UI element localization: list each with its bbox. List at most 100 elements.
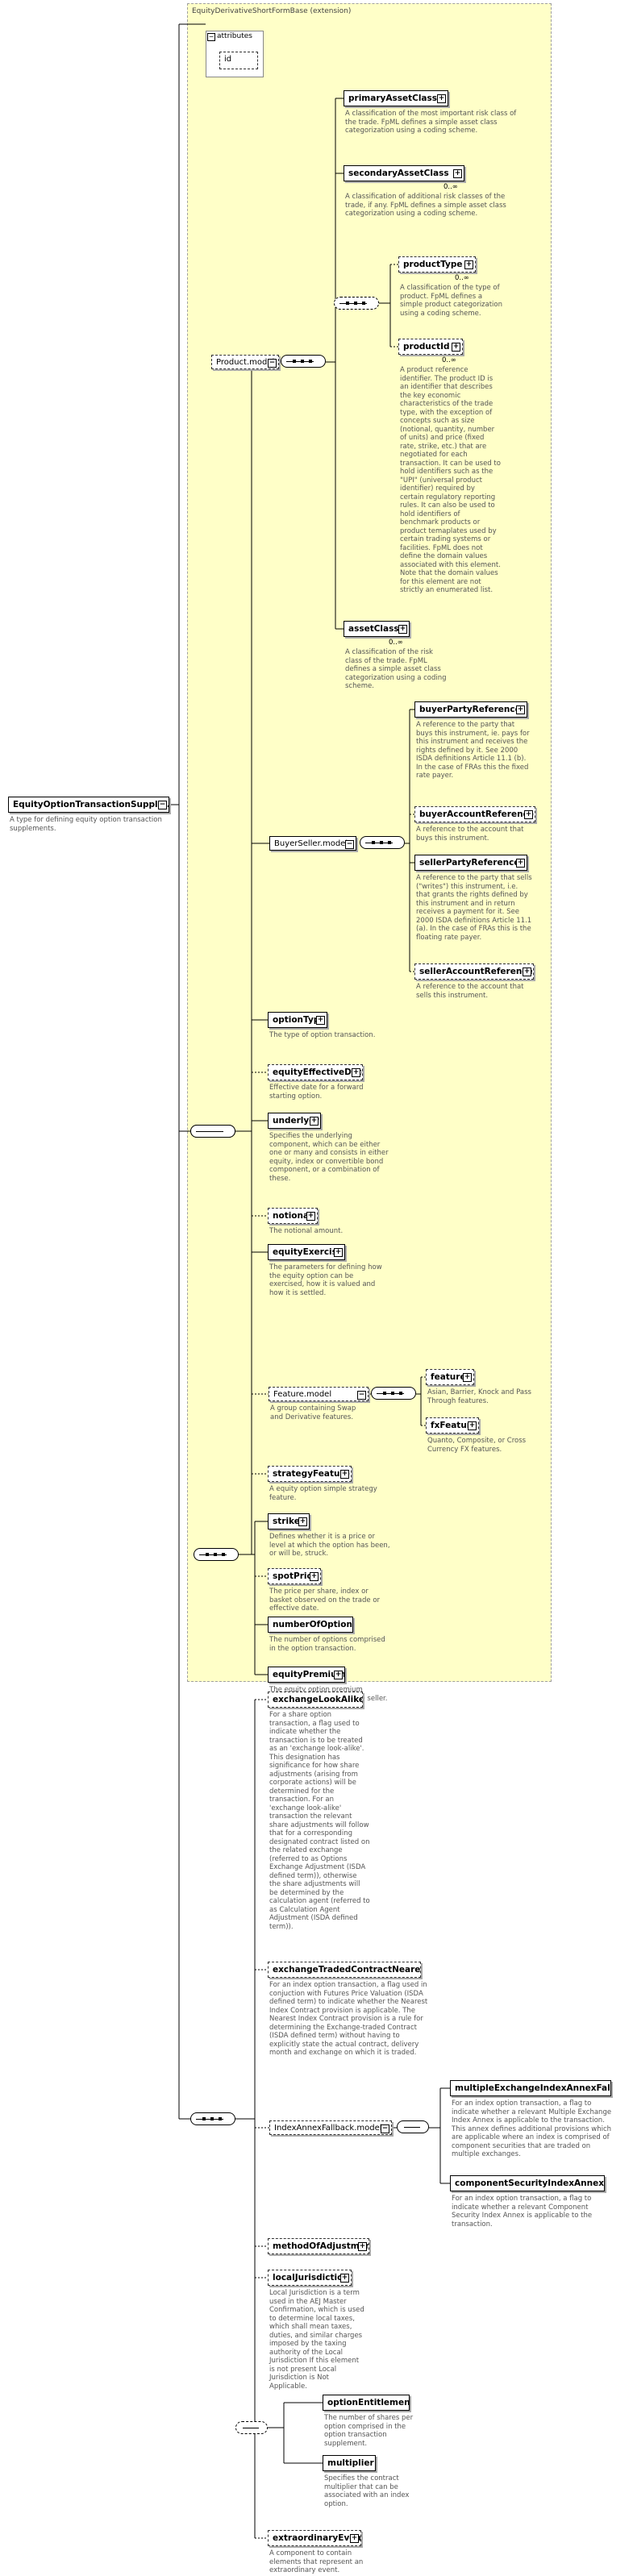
- root-description: A type for defining equity option transa…: [10, 816, 162, 833]
- sequence-buyer-seller: [360, 836, 405, 849]
- expand-icon[interactable]: +: [398, 625, 407, 634]
- buyer-party-reference-description: A reference to the party that buys this …: [416, 721, 530, 780]
- seller-party-reference-description: A reference to the party that sells ("wr…: [416, 874, 532, 942]
- expand-icon[interactable]: +: [464, 260, 473, 269]
- exchange-look-alike-element[interactable]: exchangeLookAlike: [268, 1692, 363, 1708]
- expand-icon[interactable]: +: [452, 343, 460, 352]
- feature-model-group[interactable]: Feature.model−: [269, 1387, 369, 1401]
- exchange-look-alike-description: For a share option transaction, a flag u…: [269, 1711, 370, 1931]
- asset-class-element[interactable]: assetClass+: [344, 621, 410, 637]
- expand-icon[interactable]: +: [524, 810, 533, 819]
- option-entitlement-description: The number of shares per option comprise…: [324, 2414, 414, 2448]
- strategy-feature-element[interactable]: strategyFeature+: [268, 1466, 352, 1482]
- equity-effective-date-element[interactable]: equityEffectiveDate+: [268, 1064, 363, 1080]
- secondary-asset-class-description: A classification of additional risk clas…: [345, 193, 506, 218]
- equity-exercise-description: The parameters for defining how the equi…: [269, 1263, 382, 1297]
- expand-icon[interactable]: +: [516, 859, 525, 868]
- expand-icon[interactable]: +: [340, 2274, 349, 2283]
- buyer-account-reference-element[interactable]: buyerAccountReference+: [414, 806, 535, 822]
- expand-icon[interactable]: +: [523, 968, 531, 976]
- method-of-adjustment-element[interactable]: methodOfAdjustment+: [268, 2238, 369, 2254]
- primary-asset-class-description: A classification of the most important r…: [345, 110, 517, 135]
- underlyer-element[interactable]: underlyer+: [268, 1113, 321, 1129]
- attr-id[interactable]: id: [219, 52, 258, 69]
- feature-element[interactable]: feature+: [426, 1369, 474, 1385]
- expand-icon[interactable]: +: [316, 1016, 325, 1025]
- notional-element[interactable]: notional+: [268, 1208, 318, 1224]
- number-of-options-element[interactable]: numberOfOptions: [268, 1617, 353, 1633]
- expand-icon[interactable]: +: [352, 1068, 360, 1077]
- seller-party-reference-element[interactable]: sellerPartyReference+: [414, 855, 527, 871]
- expand-icon[interactable]: +: [310, 1572, 319, 1581]
- product-id-description: A product reference identifier. The prod…: [400, 366, 501, 594]
- multiple-exchange-index-annex-fallback-element[interactable]: multipleExchangeIndexAnnexFal...: [450, 2080, 611, 2096]
- expand-icon[interactable]: +: [340, 1470, 349, 1479]
- strategy-feature-description: A equity option simple strategy feature.: [269, 1485, 377, 1502]
- notional-description: The notional amount.: [269, 1227, 344, 1235]
- expand-icon[interactable]: +: [334, 1671, 343, 1679]
- equity-premium-element[interactable]: equityPremium+: [268, 1667, 345, 1683]
- sequence-feature: [371, 1387, 416, 1400]
- primary-asset-class-element[interactable]: primaryAssetClass+: [344, 90, 448, 106]
- feature-model-description: A group containing Swap and Derivative f…: [270, 1405, 356, 1421]
- expand-icon[interactable]: +: [350, 2534, 359, 2543]
- sequence-product-id: [334, 297, 379, 310]
- product-model-group[interactable]: Product.model−: [211, 355, 279, 369]
- sequence-supplement: [190, 2112, 235, 2125]
- extension-label: EquityDerivativeShortFormBase (extension…: [192, 7, 352, 15]
- equity-effective-date-description: Effective date for a forward starting op…: [269, 1084, 364, 1101]
- product-id-element[interactable]: productId+: [398, 339, 463, 355]
- sequence-strike: [194, 1548, 239, 1561]
- attributes-header[interactable]: − attributes: [206, 31, 264, 42]
- seller-account-reference-description: A reference to the account that sells th…: [416, 983, 524, 1000]
- secondary-asset-class-element[interactable]: secondaryAssetClass+: [344, 165, 464, 181]
- collapse-icon[interactable]: −: [207, 33, 215, 41]
- exchange-traded-contract-nearest-description: For an index option transaction, a flag …: [269, 1981, 428, 2057]
- option-type-element[interactable]: optionType+: [268, 1012, 327, 1028]
- multiplicity-label: 0..∞: [455, 274, 469, 282]
- choice-option-entitlement: [235, 2421, 268, 2434]
- multiple-exchange-index-annex-fallback-description: For an index option transaction, a flag …: [452, 2100, 612, 2158]
- seller-account-reference-element[interactable]: sellerAccountReference+: [414, 963, 534, 980]
- expand-icon[interactable]: +: [437, 94, 446, 103]
- component-security-index-annex-fallback-description: For an index option transaction, a flag …: [452, 2195, 593, 2229]
- expand-icon[interactable]: +: [306, 1212, 315, 1221]
- option-entitlement-element[interactable]: optionEntitlement: [323, 2395, 410, 2411]
- multiplicity-label: 0..∞: [444, 183, 458, 191]
- attributes-label: attributes: [217, 32, 252, 40]
- expand-icon[interactable]: +: [453, 169, 462, 178]
- strike-element[interactable]: strike+: [268, 1513, 310, 1529]
- exchange-traded-contract-nearest-element[interactable]: exchangeTradedContractNearest: [268, 1962, 421, 1978]
- buyer-party-reference-element[interactable]: buyerPartyReference+: [414, 701, 527, 718]
- expand-icon[interactable]: +: [468, 1421, 477, 1430]
- extraordinary-events-description: A component to contain elements that rep…: [269, 2549, 364, 2574]
- local-jurisdiction-element[interactable]: localJurisdiction+: [268, 2270, 352, 2286]
- root-element[interactable]: EquityOptionTransactionSupple...−: [8, 797, 169, 813]
- collapse-icon[interactable]: −: [158, 801, 167, 809]
- equity-exercise-element[interactable]: equityExercise+: [268, 1244, 345, 1260]
- expand-icon[interactable]: +: [463, 1373, 472, 1382]
- number-of-options-description: The number of options comprised in the o…: [269, 1636, 385, 1653]
- index-annex-fallback-model-group[interactable]: IndexAnnexFallback.model−: [269, 2120, 392, 2135]
- expand-icon[interactable]: +: [516, 705, 525, 714]
- spot-price-element[interactable]: spotPrice+: [268, 1568, 321, 1584]
- extraordinary-events-element[interactable]: extraordinaryEvents+: [268, 2530, 361, 2546]
- fx-feature-description: Quanto, Composite, or Cross Currency FX …: [427, 1437, 527, 1454]
- strike-description: Defines whether it is a price or level a…: [269, 1533, 390, 1558]
- expand-icon[interactable]: +: [310, 1117, 319, 1126]
- expand-icon[interactable]: +: [334, 1248, 343, 1257]
- expand-icon[interactable]: +: [358, 2242, 367, 2251]
- multiplicity-label: 0..∞: [389, 639, 403, 647]
- buyer-seller-model-group[interactable]: BuyerSeller.model−: [269, 836, 356, 851]
- component-security-index-annex-fallback-element[interactable]: componentSecurityIndexAnnex...: [450, 2175, 605, 2191]
- multiplicity-label: 0..∞: [442, 356, 456, 364]
- multiplier-element[interactable]: multiplier: [323, 2455, 376, 2471]
- sequence-product: [281, 355, 326, 368]
- expand-icon[interactable]: +: [298, 1517, 307, 1526]
- product-type-description: A classification of the type of product.…: [400, 284, 503, 318]
- product-type-element[interactable]: productType+: [398, 256, 476, 273]
- fx-feature-element[interactable]: fxFeature+: [426, 1417, 479, 1434]
- asset-class-description: A classification of the risk class of th…: [345, 648, 447, 690]
